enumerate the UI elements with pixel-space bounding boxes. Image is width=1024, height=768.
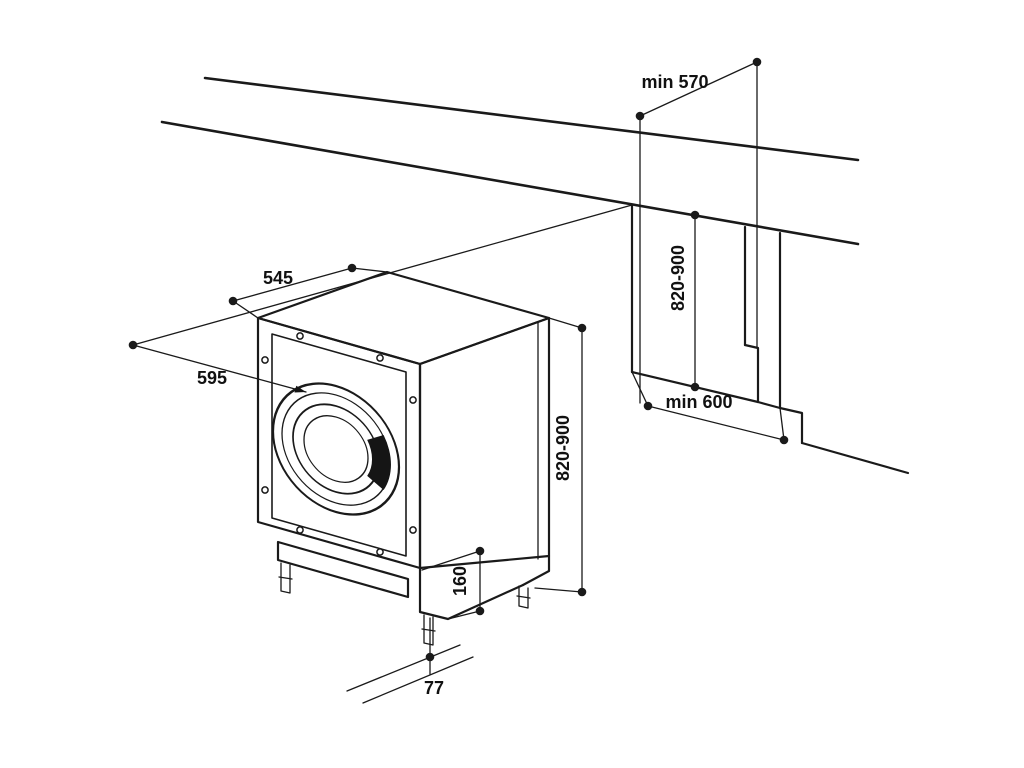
foot-lines	[421, 614, 436, 646]
dimension-counter-min-depth: min 570	[635, 57, 762, 404]
dimension-dot	[347, 263, 357, 273]
adjustable-foot-back-right	[516, 585, 531, 609]
label-floor-min-depth: min 600	[665, 392, 732, 412]
extension-line	[447, 610, 481, 620]
dimension-dot	[577, 323, 587, 333]
label-niche-height: 820-900	[668, 245, 688, 311]
dimension-dot	[228, 296, 238, 306]
dimension-dot	[752, 57, 762, 67]
screw-hole	[409, 396, 417, 404]
dimension-front-width: 595	[128, 204, 633, 393]
dimension-dot	[577, 587, 587, 597]
dimension-line	[647, 405, 785, 441]
extension-line	[421, 550, 481, 571]
floor-front-edge-line	[800, 441, 910, 475]
dimension-dot	[643, 401, 653, 411]
foot-lines	[278, 562, 293, 594]
base-back-edge-line	[521, 554, 551, 587]
extension-line	[631, 371, 649, 407]
screw-hole	[409, 526, 417, 534]
extension-line	[534, 587, 583, 593]
extension-line	[351, 267, 388, 273]
screw-hole	[376, 548, 384, 556]
leader-arrowhead	[294, 385, 306, 393]
worktop	[160, 76, 860, 246]
label-base-height: 160	[450, 566, 470, 596]
dimension-dot	[128, 340, 138, 350]
door-glass-ring	[303, 415, 369, 483]
label-foot-offset: 77	[424, 678, 444, 698]
screw-hole	[296, 332, 304, 340]
worktop-front-edge-line	[160, 120, 860, 246]
worktop-back-edge-line	[203, 76, 860, 162]
dimension-floor-min-depth: min 600	[631, 371, 789, 445]
adjustable-foot-front-left	[278, 562, 293, 594]
dimension-niche-height: 820-900	[668, 210, 700, 392]
porthole-door	[271, 382, 401, 516]
label-top-depth: 545	[263, 268, 293, 288]
foot-lines	[516, 585, 531, 609]
screw-hole	[261, 356, 269, 364]
door-handle-shadow	[367, 435, 391, 491]
plinth-panel	[276, 540, 410, 599]
screw-hole	[261, 486, 269, 494]
alignment-guide-line	[132, 204, 633, 346]
door-inner-ring	[292, 403, 380, 495]
cabinet-panel-bottom-line	[756, 400, 782, 410]
dimension-dot	[475, 606, 485, 616]
dimension-dot	[635, 111, 645, 121]
dimension-foot-offset: 77	[346, 617, 474, 704]
machine-top-face	[256, 270, 551, 366]
cabinet-panel-plinth-notch-line	[743, 343, 760, 404]
screw-hole	[296, 526, 304, 534]
dimension-top-depth: 545	[228, 263, 388, 319]
dimension-dot	[779, 435, 789, 445]
mounting-frame	[271, 333, 407, 557]
dimension-dot	[475, 546, 485, 556]
dimension-dot	[425, 652, 435, 662]
dimension-dot	[690, 210, 700, 220]
dimension-line	[639, 61, 758, 117]
leader-line	[132, 344, 307, 393]
dimension-machine-height: 820-900	[534, 317, 587, 597]
machine-side-face	[418, 316, 551, 570]
label-machine-height: 820-900	[553, 415, 573, 481]
screw-hole	[376, 354, 384, 362]
label-front-width: 595	[197, 368, 227, 388]
extension-line	[779, 407, 785, 441]
cabinet-plinth-step-line	[778, 406, 804, 445]
dimension-line	[232, 267, 353, 302]
offset-line	[346, 644, 461, 692]
label-counter-min-depth: min 570	[641, 72, 708, 92]
offset-line	[362, 656, 474, 704]
dimension-base-height: 160	[421, 546, 485, 620]
dimension-dot	[690, 382, 700, 392]
adjustable-foot-front-right	[421, 614, 436, 646]
extension-line	[548, 317, 583, 329]
door-outer-ring	[271, 382, 401, 516]
base-bottom-edge-line	[418, 566, 525, 621]
extension-line	[232, 300, 259, 319]
washing-machine	[256, 270, 551, 646]
